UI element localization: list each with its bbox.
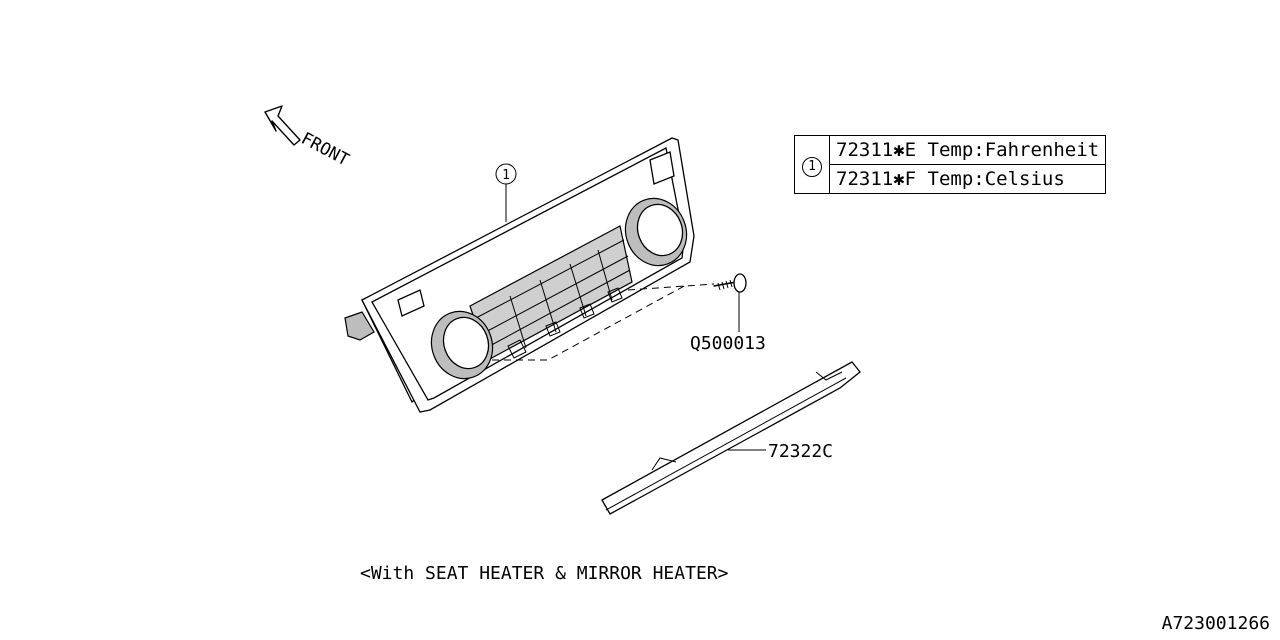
front-arrow-icon <box>264 105 301 146</box>
table-row: 72311✱F Temp:Celsius <box>795 164 1107 194</box>
table-row: 1 72311✱E Temp:Fahrenheit <box>794 135 1107 194</box>
part-desc: Temp:Fahrenheit <box>927 139 1100 161</box>
mount-dash-line <box>492 283 689 361</box>
part-desc: Temp:Celsius <box>927 168 1065 190</box>
part-code: 72311✱F <box>836 168 917 190</box>
table-cell: 72311✱F Temp:Celsius <box>828 164 1107 194</box>
caption: <With SEAT HEATER & MIRROR HEATER> <box>360 563 729 584</box>
part-code: 72311✱E <box>836 139 917 161</box>
table-ref-cell: 1 <box>794 135 830 194</box>
table-ref-circle: 1 <box>802 156 822 177</box>
table-cell: 72311✱E Temp:Fahrenheit <box>828 135 1107 165</box>
cover-part-number: 72322C <box>768 441 833 462</box>
lower-cover-strip <box>601 361 861 515</box>
callout-number-1: 1 <box>502 168 510 183</box>
callout-circle-1 <box>495 163 517 185</box>
screw-part-number: Q500013 <box>690 333 766 354</box>
climate-control-panel <box>344 137 695 413</box>
mount-dash-line-2 <box>627 283 715 291</box>
parts-table: 1 72311✱E Temp:Fahrenheit 72311✱F Temp:C… <box>794 135 1107 194</box>
front-label: FRONT <box>298 129 353 171</box>
figure-id: A723001266 <box>1162 613 1270 634</box>
screw-icon <box>713 273 747 293</box>
